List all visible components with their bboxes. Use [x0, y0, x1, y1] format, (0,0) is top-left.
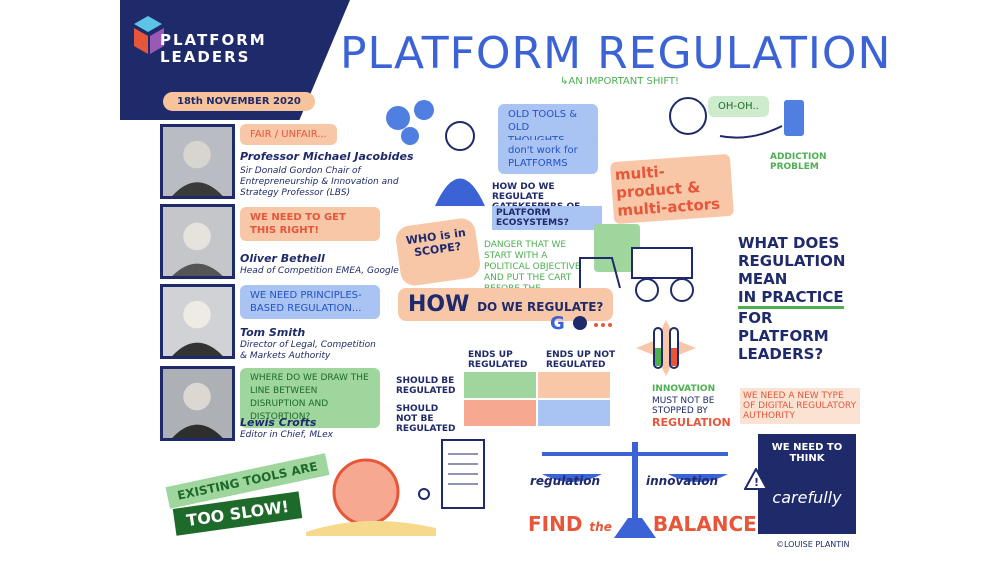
- regulation-word: REGULATION: [652, 416, 731, 429]
- new-authority-note: WE NEED A NEW TYPE OF DIGITAL REGULATORY…: [740, 388, 860, 424]
- uh-oh-bubble: OH-OH..: [708, 96, 769, 117]
- speaker-role-2: Head of Competition EMEA, Google: [240, 266, 399, 276]
- quote-3: WE NEED PRINCIPLES-BASED REGULATION...: [240, 285, 380, 319]
- who-in-scope: WHO is in SCOPE?: [394, 216, 482, 288]
- platform-ecosystems: PLATFORM ECOSYSTEMS?: [492, 206, 602, 230]
- addiction-label: ADDICTION PROBLEM: [770, 152, 827, 172]
- matrix-cell-top-right: [538, 372, 610, 398]
- warning-icon: !: [744, 468, 768, 490]
- speaker-name-2: Oliver Bethell: [240, 252, 325, 265]
- ends-up-regulated-header: ENDS UP REGULATED: [468, 350, 528, 370]
- innovation-scale-label: innovation: [646, 474, 718, 488]
- page-title: PLATFORM REGULATION: [340, 28, 892, 79]
- matrix-cell-bottom-left: [464, 400, 536, 426]
- speaker-photo-4: [160, 366, 235, 441]
- speaker-name-3: Tom Smith: [240, 326, 306, 339]
- quote-1: FAIR / UNFAIR...: [240, 124, 337, 145]
- what-does-regulation-heading: WHAT DOES REGULATION MEAN IN PRACTICE FO…: [738, 234, 846, 363]
- svg-text:!: !: [754, 476, 759, 489]
- should-not-be-regulated-label: SHOULD NOT BE REGULATED: [396, 404, 456, 434]
- snail-illustration: [306, 458, 436, 536]
- how-heading: HOW DO WE REGULATE?: [398, 288, 614, 321]
- balance-scale-illustration: [542, 442, 728, 538]
- document-icon: [441, 439, 485, 509]
- horse-cart-illustration: [579, 224, 694, 302]
- svg-text:G: G: [550, 313, 565, 334]
- speaker-photo-3: [160, 284, 235, 359]
- speaker-name-4: Lewis Crofts: [240, 416, 317, 429]
- test-tubes-icon: [636, 320, 696, 376]
- speaker-name-1: Professor Michael Jacobides: [240, 150, 414, 163]
- quote-4: WHERE DO WE DRAW THE LINE BETWEEN DISRUP…: [240, 368, 380, 428]
- regulation-scale-label: regulation: [530, 474, 601, 488]
- google-apple-logos-icon: G: [550, 313, 612, 334]
- think-carefully-card: WE NEED TO THINK carefully: [758, 434, 856, 534]
- dont-work-bubble: don't work for PLATFORMS: [498, 140, 598, 174]
- speaker-role-3: Director of Legal, Competition & Markets…: [240, 340, 376, 361]
- ends-up-not-regulated-header: ENDS UP NOT REGULATED: [546, 350, 616, 370]
- speaker-photo-1: [160, 124, 235, 199]
- credit: ©LOUISE PLANTIN: [776, 540, 850, 549]
- find-balance-label: FIND the BALANCE: [528, 512, 757, 536]
- must-not-label: MUST NOT BE STOPPED BY: [652, 396, 715, 416]
- should-be-regulated-label: SHOULD BE REGULATED: [396, 376, 456, 396]
- phone-addiction-illustration: [669, 97, 804, 139]
- gears-and-person-illustration: [386, 100, 485, 206]
- platform-leaders-logo-icon: [134, 16, 164, 54]
- quote-2: WE NEED TO GET THIS RIGHT!: [240, 207, 380, 241]
- logo-text: PLATFORM LEADERS: [160, 31, 267, 66]
- speaker-photo-2: [160, 204, 235, 279]
- matrix-cell-bottom-right: [538, 400, 610, 426]
- subtitle: ↳AN IMPORTANT SHIFT!: [560, 76, 680, 87]
- matrix-cell-top-left: [464, 372, 536, 398]
- multi-product-label: multi-product & multi-actors: [609, 153, 735, 225]
- speaker-role-4: Editor in Chief, MLex: [240, 430, 333, 440]
- date-badge: 18th NOVEMBER 2020: [163, 92, 315, 111]
- speaker-role-1: Sir Donald Gordon Chair of Entrepreneurs…: [240, 166, 399, 198]
- innovation-label: INNOVATION: [652, 384, 716, 394]
